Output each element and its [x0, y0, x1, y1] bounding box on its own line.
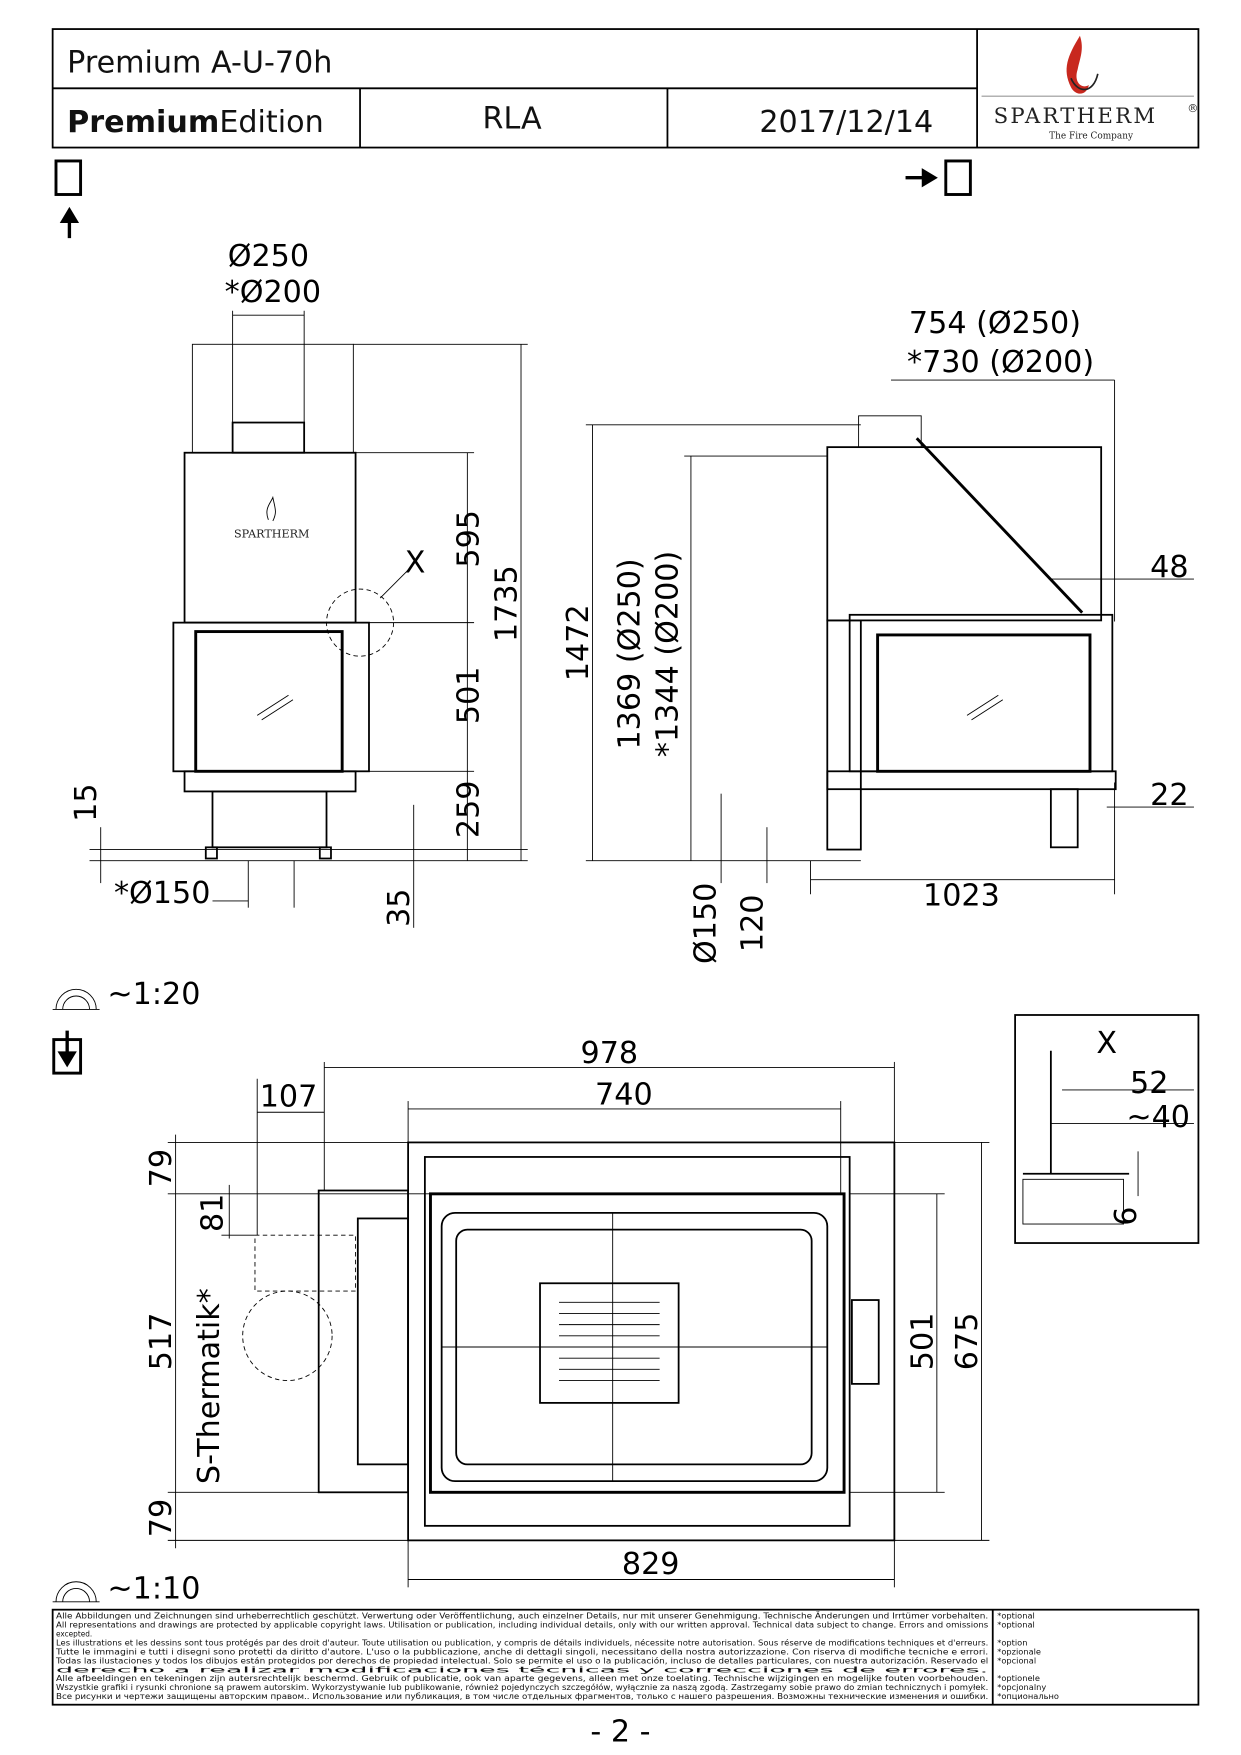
- scale-indicator-bottom: ~1:10: [52, 1572, 200, 1607]
- dim-1472: 1472: [561, 604, 596, 681]
- footer-line: All representations and drawings are pro…: [56, 1620, 988, 1630]
- thermatik-label: S-Thermatik*: [192, 1288, 227, 1484]
- scale-bottom: ~1:10: [107, 1572, 200, 1607]
- protractor-icon: [52, 1581, 100, 1603]
- dim-730: *730 (Ø200): [907, 345, 1094, 380]
- dim-22: 22: [1150, 778, 1188, 813]
- footer-option: *opcjonalny: [997, 1682, 1046, 1692]
- dim-259: 259: [452, 781, 487, 839]
- footer-option: *optional: [997, 1611, 1035, 1621]
- dim-978: 978: [581, 1036, 639, 1071]
- dim-1023: 1023: [923, 878, 1000, 913]
- footer-line: Alle Abbildungen und Zeichnungen sind ur…: [56, 1611, 988, 1621]
- dim-40: ~40: [1126, 1100, 1190, 1135]
- dim-150: Ø150: [689, 883, 724, 964]
- footer-line: Todas las ilustaciones y todos los dibuj…: [55, 1655, 988, 1665]
- detail-marker: X: [405, 545, 426, 580]
- edition-bold: Premium: [67, 105, 219, 140]
- dim-1369: 1369 (Ø250): [613, 558, 648, 749]
- page-number: - 2 -: [590, 1715, 650, 1750]
- dim-48: 48: [1150, 550, 1188, 585]
- dim-52: 52: [1130, 1066, 1168, 1101]
- dim-120: 120: [735, 895, 770, 953]
- detail-label: X: [1096, 1026, 1117, 1061]
- footer-option: *opcional: [997, 1655, 1036, 1665]
- top-view: 978 740 107 79 81 517 S-Thermatik* 79 50…: [52, 1030, 990, 1588]
- dim-flue-250: Ø250: [228, 239, 309, 274]
- dim-501: 501: [452, 666, 487, 724]
- footer-option: *option: [997, 1637, 1027, 1647]
- footer-line: Все рисунки и чертежи защищены авторским…: [56, 1691, 988, 1701]
- footer-option: *optional: [997, 1620, 1035, 1630]
- date: 2017/12/14: [759, 105, 933, 140]
- footer-option: *optionele: [997, 1673, 1040, 1683]
- dim-15: 15: [69, 783, 104, 821]
- side-view-symbol: [905, 159, 972, 196]
- dim-595: 595: [452, 510, 487, 568]
- footer-line: derecho a realizar modificaciones técnic…: [56, 1664, 988, 1674]
- dim-1735: 1735: [490, 565, 525, 642]
- scale-indicator: ~1:20: [52, 977, 200, 1012]
- dim-829: 829: [622, 1547, 680, 1582]
- footer-option: *opzionale: [997, 1646, 1041, 1656]
- dim-740: 740: [595, 1077, 653, 1112]
- side-view: 754 (Ø250) *730 (Ø200) 48 22 1472 1369 (…: [561, 306, 1194, 964]
- dim-675: 675: [950, 1313, 985, 1371]
- door-logo: SPARTHERM: [234, 528, 310, 541]
- dim-754: 754 (Ø250): [909, 306, 1081, 341]
- title-block: Premium A-U-70h PremiumEdition RLA 2017/…: [51, 28, 1200, 149]
- flame-icon: [1066, 35, 1089, 94]
- front-view: SPARTHERM X Ø250 *Ø200 595 1735 501 259 …: [69, 239, 528, 928]
- footer-option: *опционально: [997, 1691, 1059, 1701]
- dim-517: 517: [144, 1313, 179, 1371]
- dim-501-top: 501: [905, 1313, 940, 1371]
- dim-107: 107: [260, 1080, 318, 1115]
- edition: PremiumEdition: [67, 105, 324, 140]
- scale-top: ~1:20: [107, 977, 200, 1012]
- logo-registered: ®: [1187, 102, 1198, 115]
- dim-81: 81: [196, 1194, 231, 1232]
- dim-79-bottom: 79: [144, 1499, 179, 1537]
- footer-line: Alle afbeeldingen en tekeningen zijn aut…: [56, 1673, 988, 1683]
- spartherm-logo: SPARTHERM ® The Fire Company: [981, 35, 1198, 142]
- logo-tagline: The Fire Company: [1049, 132, 1134, 142]
- footer-line: excepted.: [56, 1629, 92, 1639]
- dim-35: 35: [382, 888, 417, 926]
- dim-79-top: 79: [144, 1149, 179, 1187]
- footer-line: Tutte le immagini e tutti i disegni sono…: [55, 1646, 988, 1656]
- detail-x: X 52 ~40 6: [1014, 1014, 1200, 1244]
- edition-rest: Edition: [219, 105, 323, 140]
- model-name: Premium A-U-70h: [67, 46, 332, 81]
- copyright-footer: Alle Abbildungen und Zeichnungen sind ur…: [51, 1608, 1200, 1706]
- top-view-symbol: [52, 1030, 83, 1075]
- dim-1344: *1344 (Ø200): [651, 551, 686, 757]
- logo-name: SPARTHERM: [994, 104, 1158, 129]
- variant: RLA: [483, 102, 542, 137]
- dim-6: 6: [1109, 1207, 1144, 1226]
- footer-line: Wszystkie grafiki i rysunki chronione są…: [56, 1682, 988, 1692]
- footer-line: Les illustrations et les dessins sont to…: [56, 1637, 988, 1647]
- dim-flue-200: *Ø200: [225, 275, 321, 310]
- protractor-icon: [52, 988, 100, 1010]
- dim-air-inlet: *Ø150: [114, 876, 210, 911]
- front-view-symbol: [54, 159, 83, 239]
